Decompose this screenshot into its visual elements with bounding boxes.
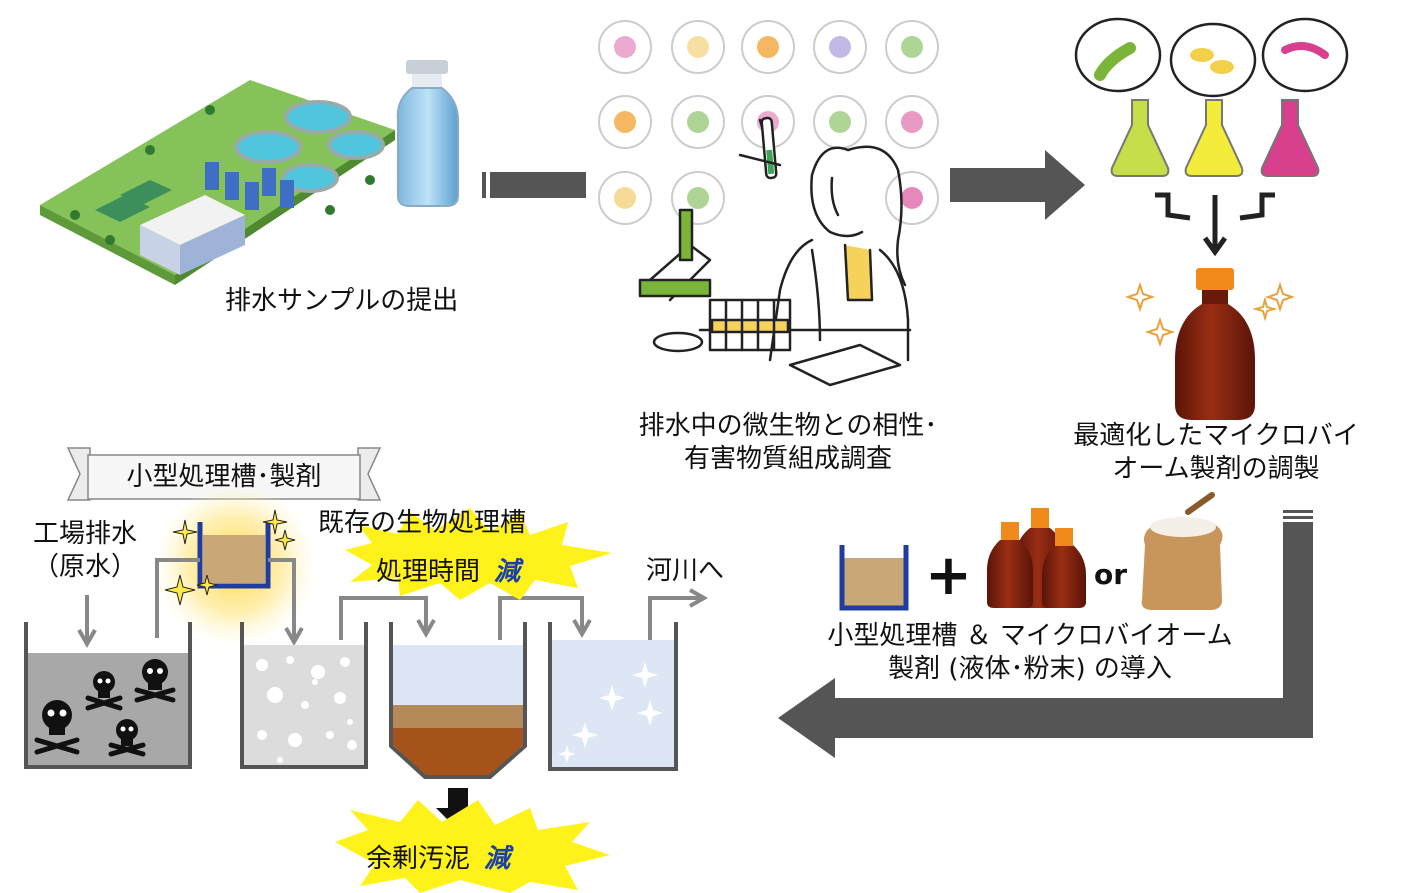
factory-label-line1: 工場排水 xyxy=(32,519,137,549)
arrow-to-survey xyxy=(482,172,586,198)
merge-arrows xyxy=(1155,192,1275,257)
time-reduced-label: 処理時間減 xyxy=(376,551,520,588)
survey-label-line2: 有害物質組成調査 xyxy=(683,443,892,474)
time-reduced-mark: 減 xyxy=(494,557,521,587)
raw-water-tank xyxy=(24,622,192,769)
prep-label-line2: オーム製剤の調製 xyxy=(1112,453,1320,484)
plus-icon: + xyxy=(925,543,972,608)
survey-label-line1: 排水中の微生物との相性･ xyxy=(638,411,938,441)
sludge-reduced-mark: 減 xyxy=(484,844,511,874)
sludge-reduced-label: 余剰汚泥減 xyxy=(366,838,510,875)
treatment-plant-illustration xyxy=(40,80,395,285)
to-river-label: 河川へ xyxy=(646,556,725,586)
sludge-reduced-burst xyxy=(335,800,610,893)
introduction-label-line1: 小型処理槽 ＆ マイクロバイオーム xyxy=(827,621,1233,651)
existing-tank-label: 既存の生物処理槽 xyxy=(318,508,527,538)
time-reduced-text: 処理時間 xyxy=(376,557,481,587)
sample-vial-icon xyxy=(396,60,459,207)
factory-label-line2: （原水） xyxy=(32,551,137,582)
powder-sack-icon xyxy=(1141,492,1223,610)
time-reduced-burst xyxy=(345,508,612,600)
small-tank-icon xyxy=(839,545,909,611)
introduction-label-line2: 製剤 (液体･粉末) の導入 xyxy=(888,653,1172,684)
down-arrow xyxy=(436,788,480,830)
sludge-reduced-text: 余剰汚泥 xyxy=(366,844,471,874)
settling-tank xyxy=(389,622,527,779)
culture-flasks-icon xyxy=(1074,17,1349,177)
arrow-to-cultures xyxy=(950,150,1085,220)
arrow-to-introduction xyxy=(778,510,1313,758)
clean-water-tank xyxy=(548,622,678,771)
flow-pipes xyxy=(77,558,709,649)
prep-label: 最適化したマイクロバイ オーム製剤の調製 xyxy=(1040,420,1392,485)
bottles-icon xyxy=(987,508,1086,608)
small-tank-banner-label: 小型処理槽･製剤 xyxy=(126,462,322,492)
introduction-label: 小型処理槽 ＆ マイクロバイオーム 製剤 (液体･粉末) の導入 xyxy=(760,620,1300,685)
factory-wastewater-label: 工場排水 （原水） xyxy=(10,518,160,583)
submit-sample-label: 排水サンプルの提出 xyxy=(225,286,459,316)
scientist-illustration xyxy=(638,116,912,387)
aeration-tank xyxy=(240,622,368,769)
prep-label-line1: 最適化したマイクロバイ xyxy=(1073,421,1359,451)
small-treatment-tank xyxy=(164,509,296,606)
or-label: or xyxy=(1094,558,1128,591)
microbiome-bottle-icon xyxy=(1124,268,1296,420)
survey-label: 排水中の微生物との相性･ 有害物質組成調査 xyxy=(588,410,988,475)
